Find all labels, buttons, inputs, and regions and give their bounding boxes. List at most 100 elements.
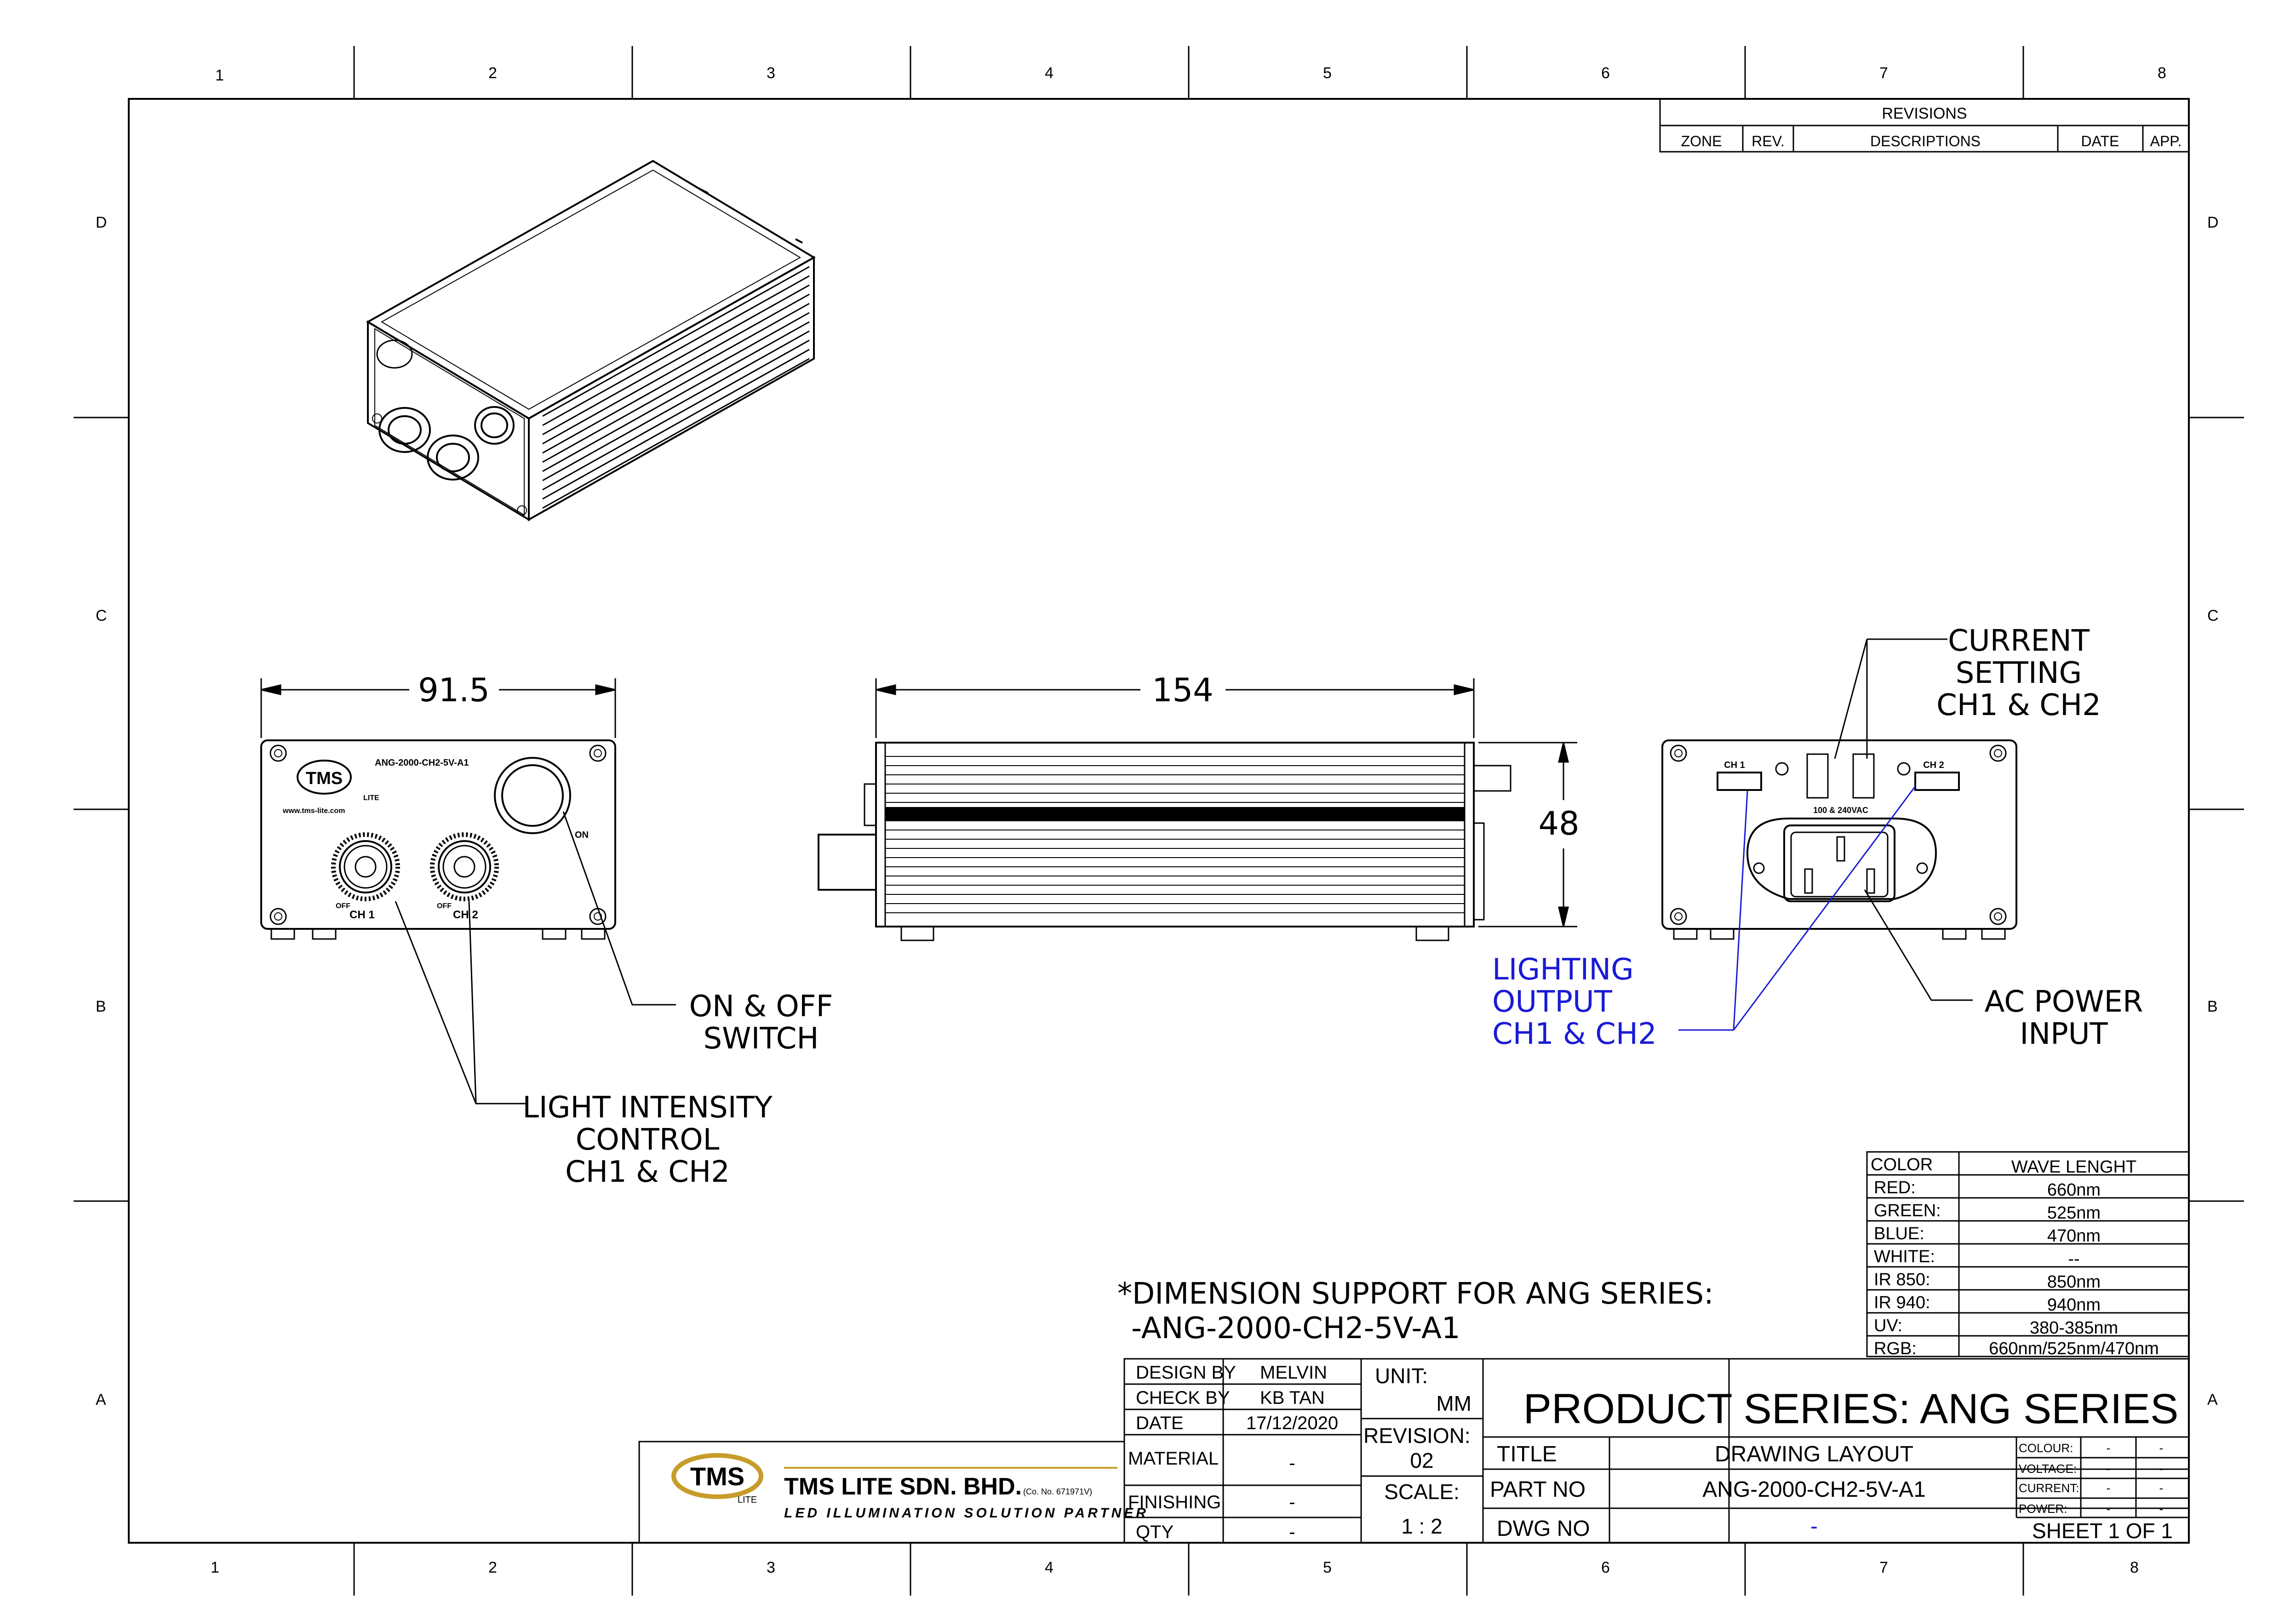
title-value: DRAWING LAYOUT — [1715, 1442, 1913, 1466]
design-by-value: MELVIN — [1260, 1362, 1327, 1383]
title-label: TITLE — [1497, 1442, 1557, 1466]
spec-label-power: POWER: — [2019, 1502, 2067, 1516]
material-value: - — [1289, 1453, 1295, 1473]
revisions-header-app: APP. — [2150, 133, 2182, 149]
finishing-value: - — [1289, 1492, 1295, 1512]
revision-value: 02 — [1410, 1448, 1433, 1472]
wavelength-color: GREEN: — [1874, 1201, 1941, 1220]
dwg-no-label: DWG NO — [1497, 1517, 1590, 1541]
date-label: DATE — [1136, 1413, 1184, 1433]
spec-value: - — [2107, 1481, 2111, 1495]
callout-line: LIGHTING — [1492, 953, 1634, 987]
side-view — [818, 742, 1512, 941]
col-label-top: 4 — [1045, 64, 1054, 82]
ch2-current-setting-switch — [1852, 753, 1875, 799]
ch1-intensity-knob — [331, 832, 400, 901]
revisions-table: REVISIONS ZONE REV. DESCRIPTIONS DATE AP… — [1659, 98, 2190, 153]
callout-line: OUTPUT — [1492, 985, 1613, 1019]
front-view: TMS LITE www.tms-lite.com ANG-2000-CH2-5… — [260, 739, 616, 940]
company-block: TMS LITE TMS LITE SDN. BHD. (Co. No. 671… — [638, 1441, 1149, 1544]
callout-line: CH1 & CH2 — [1936, 688, 2101, 722]
material-label: MATERIAL — [1128, 1448, 1219, 1469]
col-label-bottom: 3 — [767, 1559, 775, 1576]
width-dimension — [260, 678, 616, 738]
row-label-right: B — [2207, 998, 2218, 1015]
spec-value: - — [2159, 1441, 2164, 1455]
spec-value: - — [2159, 1462, 2164, 1476]
unit-label: UNIT: — [1375, 1364, 1428, 1388]
callout-line: SETTING — [1956, 656, 2082, 690]
col-label-bottom: 6 — [1601, 1559, 1610, 1576]
wavelength-color: RED: — [1874, 1178, 1916, 1197]
height-dimension — [1478, 742, 1577, 927]
border-labels: 1 2 3 4 5 6 7 8 1 2 3 4 5 6 7 8 D C B A … — [96, 64, 2219, 1576]
rear-view: CH 1 CH 2 100 & 240VAC — [1661, 739, 2017, 940]
front-lite: LITE — [363, 794, 379, 802]
ch2-intensity-knob — [430, 832, 499, 901]
spec-value: - — [2159, 1502, 2164, 1516]
product-series-title: PRODUCT SERIES: ANG SERIES — [1523, 1385, 2179, 1432]
wavelength-value: 380-385nm — [2030, 1318, 2118, 1338]
col-label-bottom: 5 — [1323, 1559, 1332, 1576]
company-tagline: LED ILLUMINATION SOLUTION PARTNER — [784, 1506, 1149, 1521]
finishing-label: FINISHING — [1128, 1492, 1221, 1512]
wavelength-value: 850nm — [2047, 1272, 2101, 1292]
col-label-top: 5 — [1323, 64, 1332, 82]
spec-label-current: CURRENT: — [2019, 1481, 2079, 1495]
scale-value: 1 : 2 — [1401, 1514, 1443, 1538]
part-no-label: PART NO — [1490, 1477, 1586, 1502]
front-ch2-off: OFF — [437, 902, 452, 910]
ch1-current-setting-switch — [1806, 753, 1829, 799]
rear-ch2-label: CH 2 — [1923, 760, 1944, 770]
company-name: TMS LITE SDN. BHD. — [784, 1473, 1022, 1500]
callout-line: INPUT — [2020, 1017, 2108, 1051]
col-label-top: 8 — [2158, 64, 2166, 82]
callout-line: LIGHT INTENSITY — [522, 1091, 773, 1125]
col-label-top: 2 — [488, 64, 497, 82]
wavelength-value: 660nm/525nm/470nm — [1989, 1339, 2159, 1358]
height-dimension-value: 48 — [1538, 805, 1579, 842]
scale-label: SCALE: — [1384, 1480, 1460, 1504]
callout-line: ON & OFF — [689, 990, 833, 1024]
col-label-bottom: 4 — [1045, 1559, 1054, 1576]
wavelength-color: UV: — [1874, 1316, 1902, 1335]
callout-line: CH1 & CH2 — [565, 1155, 730, 1189]
wavelength-value: -- — [2068, 1249, 2079, 1269]
col-label-top: 6 — [1601, 64, 1610, 82]
spec-value: - — [2159, 1481, 2164, 1495]
col-label-bottom: 2 — [488, 1559, 497, 1576]
spec-label-voltage: VOLTAGE: — [2019, 1462, 2077, 1476]
row-label-right: C — [2207, 607, 2219, 624]
row-label-left: A — [96, 1391, 106, 1408]
isometric-view — [366, 160, 816, 521]
dimension-note-title: *DIMENSION SUPPORT FOR ANG SERIES: — [1117, 1277, 1714, 1311]
wavelength-header-color: COLOR — [1871, 1155, 1933, 1174]
check-by-label: CHECK BY — [1136, 1388, 1230, 1408]
width-dimension-value: 91.5 — [418, 671, 490, 709]
spec-value: - — [2107, 1441, 2111, 1455]
company-logo-text: TMS — [690, 1462, 744, 1491]
front-ch2-label: CH 2 — [453, 909, 478, 921]
row-label-left: C — [96, 607, 107, 624]
qty-value: - — [1289, 1522, 1295, 1542]
design-by-label: DESIGN BY — [1136, 1362, 1236, 1383]
wavelength-color: WHITE: — [1874, 1247, 1935, 1266]
length-dimension — [875, 678, 1475, 738]
wavelength-value: 660nm — [2047, 1180, 2101, 1200]
revisions-header-zone: ZONE — [1681, 133, 1722, 149]
wavelength-table — [1866, 1151, 2190, 1357]
revisions-title: REVISIONS — [1882, 105, 1967, 122]
spec-value: - — [2107, 1502, 2111, 1516]
dimension-note-model: -ANG-2000-CH2-5V-A1 — [1131, 1311, 1460, 1345]
row-label-left: D — [96, 214, 107, 231]
front-ch1-label: CH 1 — [349, 909, 375, 921]
lighting-output-callout: LIGHTING OUTPUT CH1 & CH2 — [1492, 953, 1657, 1051]
check-by-value: KB TAN — [1260, 1388, 1325, 1408]
wavelength-color: IR 940: — [1874, 1293, 1930, 1312]
front-on-label: ON — [575, 830, 589, 840]
row-label-right: A — [2207, 1391, 2218, 1408]
wavelength-color: BLUE: — [1874, 1224, 1924, 1243]
callout-line: CH1 & CH2 — [1492, 1017, 1657, 1051]
qty-label: QTY — [1136, 1522, 1174, 1542]
